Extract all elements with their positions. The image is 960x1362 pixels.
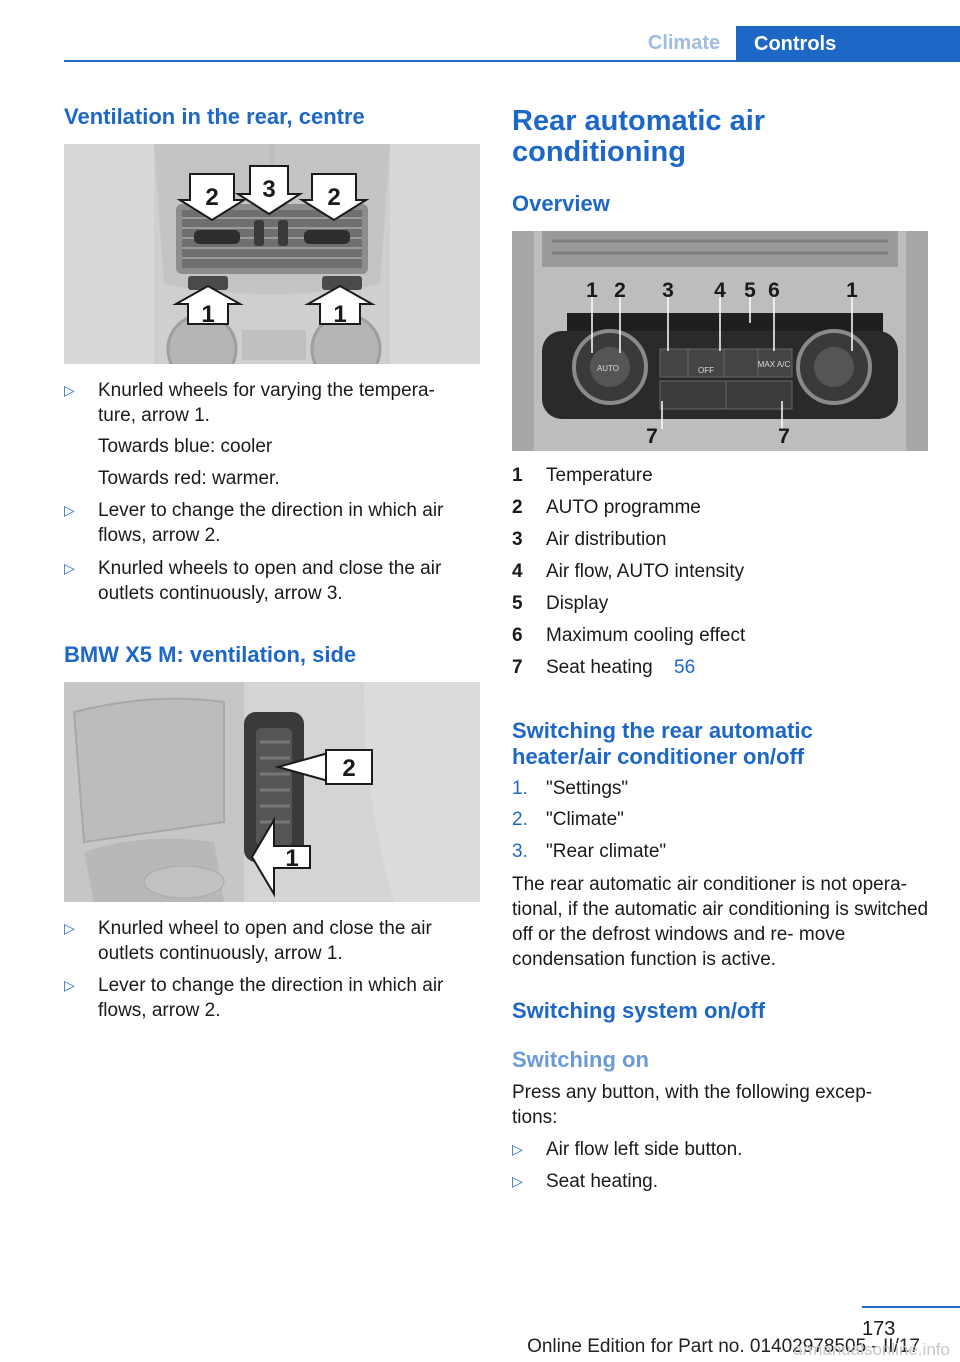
bullet-subline: Towards red: warmer. bbox=[98, 468, 280, 489]
callout-label: 6 bbox=[768, 279, 780, 302]
legend-label: Seat heating bbox=[546, 657, 653, 678]
triangle-bullet-icon: ▷ bbox=[64, 977, 75, 993]
callout-label: 1 bbox=[333, 301, 346, 328]
panel-label: AUTO bbox=[597, 364, 619, 373]
note-paragraph: The rear automatic air conditioner is no… bbox=[512, 874, 929, 970]
callout-label: 3 bbox=[262, 176, 275, 203]
legend-label: Display bbox=[546, 593, 609, 614]
legend-number: 1 bbox=[512, 465, 523, 486]
photo-rear-ac-panel: AUTO OFF MAX A/C 1 2 3 4 5 6 1 7 7 bbox=[512, 231, 928, 451]
legend-label: Air distribution bbox=[546, 529, 667, 550]
callout-label: 1 bbox=[201, 301, 214, 328]
watermark: armanualsonline.info bbox=[793, 1340, 950, 1359]
triangle-bullet-icon: ▷ bbox=[64, 560, 75, 576]
panel-label: OFF bbox=[698, 366, 714, 375]
legend-label: AUTO programme bbox=[546, 497, 701, 518]
triangle-bullet-icon: ▷ bbox=[512, 1141, 523, 1157]
step-number: 3. bbox=[512, 841, 528, 862]
photo-side-vent: 2 1 bbox=[64, 682, 480, 902]
triangle-bullet-icon: ▷ bbox=[64, 920, 75, 936]
legend-number: 5 bbox=[512, 593, 523, 614]
step-label: "Climate" bbox=[546, 809, 624, 830]
legend-number: 7 bbox=[512, 657, 523, 678]
callout-label: 2 bbox=[614, 279, 626, 302]
page-reference-link[interactable]: 56 bbox=[674, 657, 696, 678]
overview-title: Overview bbox=[512, 191, 610, 216]
callout-label: 4 bbox=[714, 279, 726, 302]
callout-label: 5 bbox=[744, 279, 756, 302]
triangle-bullet-icon: ▷ bbox=[64, 502, 75, 518]
section-title-system: Switching system on/off bbox=[512, 998, 766, 1023]
header-rule bbox=[64, 60, 960, 62]
section-title-x5m-side: BMW X5 M: ventilation, side bbox=[64, 642, 357, 667]
tab-controls[interactable]: Controls bbox=[736, 26, 960, 62]
legend-number: 2 bbox=[512, 497, 523, 518]
legend-number: 4 bbox=[512, 561, 523, 582]
page-number: 173 bbox=[862, 1318, 896, 1340]
legend-label: Temperature bbox=[546, 465, 653, 486]
callout-label: 1 bbox=[846, 279, 858, 302]
callout-label: 1 bbox=[586, 279, 598, 302]
subsection-title-switching-on: Switching on bbox=[512, 1047, 649, 1072]
step-label: "Settings" bbox=[546, 778, 629, 799]
step-number: 1. bbox=[512, 778, 528, 799]
callout-label: 7 bbox=[646, 425, 658, 448]
tab-climate[interactable]: Climate bbox=[647, 32, 721, 54]
callout-label: 1 bbox=[285, 845, 298, 872]
triangle-bullet-icon: ▷ bbox=[64, 382, 75, 398]
switching-on-paragraph: Press any button, with the following exc… bbox=[512, 1082, 873, 1128]
callout-label: 3 bbox=[662, 279, 674, 302]
step-number: 2. bbox=[512, 809, 528, 830]
legend-label: Air flow, AUTO intensity bbox=[546, 561, 745, 582]
edition-footer: Online Edition for Part no. 01402978505 … bbox=[527, 1336, 920, 1357]
bullet-subline: Towards blue: cooler bbox=[98, 436, 273, 457]
callout-label: 2 bbox=[205, 184, 218, 211]
section-title-ventilation-centre: Ventilation in the rear, centre bbox=[64, 104, 365, 129]
step-label: "Rear climate" bbox=[546, 841, 667, 862]
photo-rear-centre-vents: 2 3 2 1 1 bbox=[64, 144, 480, 364]
section-title-switching: Switching the rear automatic heater/air … bbox=[512, 718, 813, 769]
callout-label: 2 bbox=[342, 755, 355, 782]
triangle-bullet-icon: ▷ bbox=[512, 1173, 523, 1189]
callout-label: 2 bbox=[327, 184, 340, 211]
page-title: Rear automatic air conditioning bbox=[512, 105, 766, 168]
panel-label: MAX A/C bbox=[758, 360, 791, 369]
footer-rule bbox=[862, 1306, 960, 1308]
legend-label: Maximum cooling effect bbox=[546, 625, 746, 646]
legend-number: 6 bbox=[512, 625, 523, 646]
callout-label: 7 bbox=[778, 425, 790, 448]
legend-number: 3 bbox=[512, 529, 523, 550]
